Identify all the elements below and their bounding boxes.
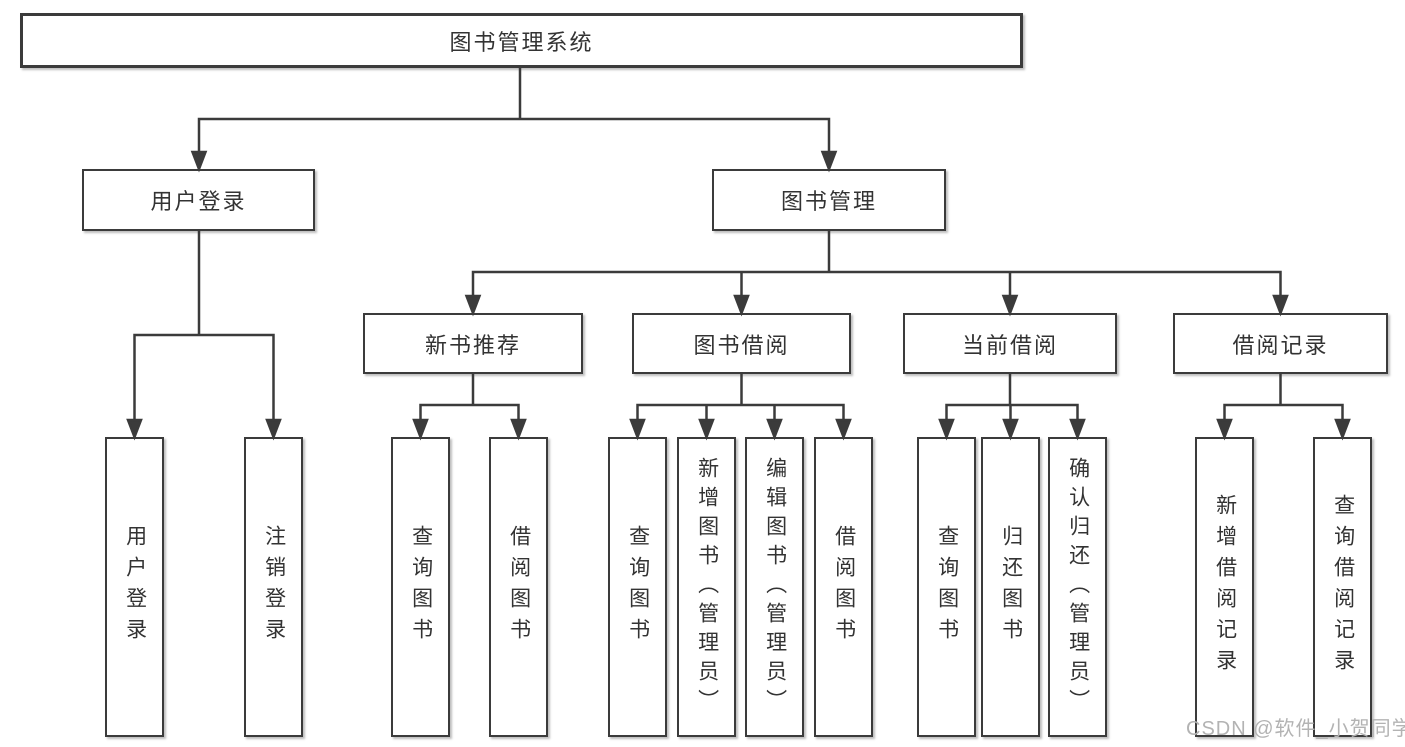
arrowhead [820, 150, 838, 173]
leaf-newbook-query-books: 查询图书 [391, 437, 450, 737]
leaf-user-login: 用户登录 [105, 437, 164, 737]
node-label: 借阅记录 [1232, 332, 1329, 358]
connector-user-login-children [126, 229, 282, 441]
node-current-borrow: 当前借阅 [903, 313, 1117, 374]
leaf-newbook-borrow-books: 借阅图书 [489, 437, 548, 737]
node-label: 新书推荐 [424, 332, 521, 358]
node-label: 确认归还（管理员） [1066, 456, 1090, 718]
node-label: 借阅图书 [832, 525, 856, 649]
node-label: 注销登录 [262, 525, 286, 649]
arrowhead [1069, 418, 1086, 441]
arrowhead [733, 294, 750, 317]
connector-borrow-record-children [1216, 372, 1351, 441]
leaf-current-confirm-return-admin: 确认归还（管理员） [1048, 437, 1107, 737]
arrowhead [1002, 418, 1019, 441]
arrowhead [1334, 418, 1351, 441]
arrowhead [1272, 294, 1289, 317]
node-user-login: 用户登录 [82, 169, 315, 231]
node-label: 图书借阅 [693, 332, 790, 358]
connector-root-to-level1 [190, 66, 838, 173]
arrowhead [190, 150, 208, 173]
node-root-library-system: 图书管理系统 [20, 13, 1023, 68]
arrowhead [1001, 294, 1019, 317]
node-label: 编辑图书（管理员） [763, 456, 787, 718]
leaf-record-query-borrow-record: 查询借阅记录 [1313, 437, 1372, 737]
leaf-record-add-borrow-record: 新增借阅记录 [1195, 437, 1254, 737]
arrowhead [629, 418, 646, 441]
leaf-borrow-edit-books-admin: 编辑图书（管理员） [745, 437, 804, 737]
node-new-book-recommend: 新书推荐 [363, 313, 583, 374]
node-label: 查询图书 [626, 525, 650, 649]
node-label: 查询图书 [935, 525, 959, 649]
connector-book-mgmt-to-level2 [464, 229, 1289, 317]
node-label: 归还图书 [999, 525, 1023, 649]
node-label: 新增图书（管理员） [695, 456, 719, 718]
arrowhead [126, 418, 143, 441]
leaf-current-return-books: 归还图书 [981, 437, 1040, 737]
arrowhead [464, 294, 482, 317]
arrowhead [412, 418, 429, 441]
csdn-watermark: CSDN @软件_小贺同学 [1186, 718, 1405, 740]
node-book-borrow: 图书借阅 [632, 313, 851, 374]
node-label: 图书管理系统 [449, 29, 594, 55]
leaf-borrow-query-books: 查询图书 [608, 437, 667, 737]
node-book-management: 图书管理 [712, 169, 946, 231]
connector-current-borrow-children [938, 372, 1086, 441]
connector-book-borrow-children [629, 372, 852, 441]
node-label: 图书管理 [780, 189, 877, 214]
node-label: 借阅图书 [507, 525, 531, 649]
leaf-logout: 注销登录 [244, 437, 303, 737]
node-label: 新增借阅记录 [1213, 494, 1237, 680]
connector-new-book-children [412, 372, 527, 441]
node-label: 用户登录 [150, 189, 247, 214]
leaf-borrow-add-books-admin: 新增图书（管理员） [677, 437, 736, 737]
arrowhead [938, 418, 955, 441]
arrowhead [835, 418, 852, 441]
arrowhead [698, 418, 715, 441]
arrowhead [265, 418, 282, 441]
node-label: 查询图书 [409, 525, 433, 649]
arrowhead [1216, 418, 1233, 441]
node-label: 当前借阅 [961, 332, 1058, 358]
arrowhead [766, 418, 783, 441]
node-label: 查询借阅记录 [1331, 494, 1355, 680]
node-borrow-record: 借阅记录 [1173, 313, 1388, 374]
leaf-borrow-borrow-books: 借阅图书 [814, 437, 873, 737]
arrowhead [510, 418, 527, 441]
node-label: 用户登录 [123, 525, 147, 649]
leaf-current-query-books: 查询图书 [917, 437, 976, 737]
